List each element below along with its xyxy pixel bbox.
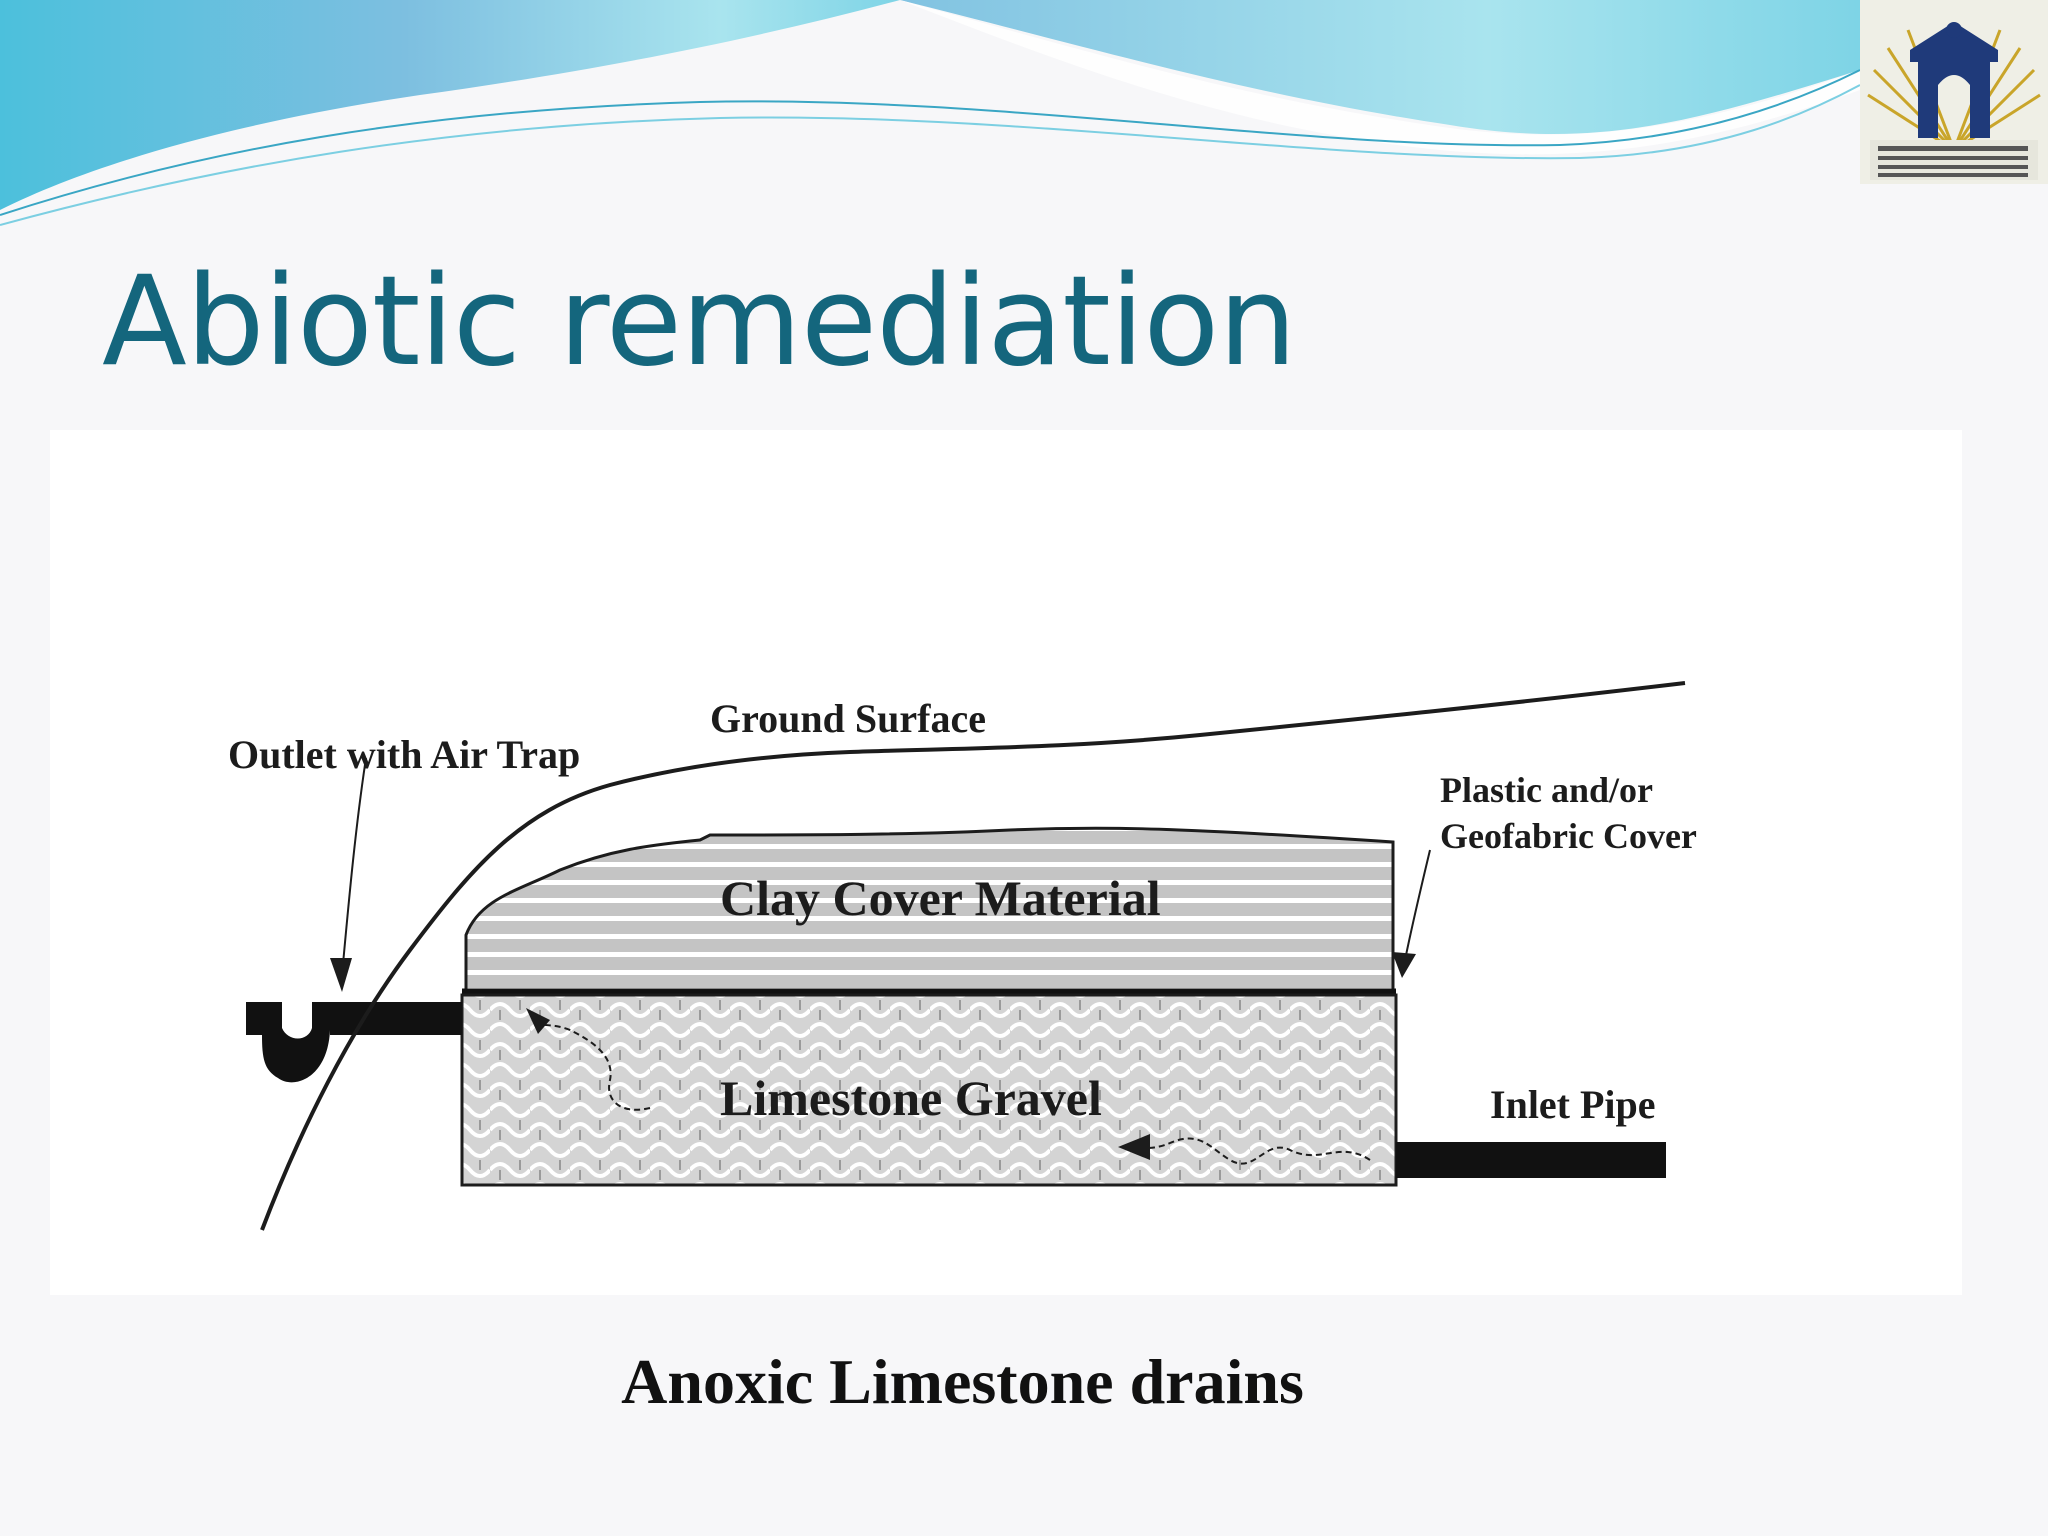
clay-cover-layer	[464, 826, 1395, 992]
flow-arrow-outlet	[531, 1019, 651, 1111]
ground-surface-line	[260, 681, 1686, 1231]
anoxic-limestone-drain-diagram: Ground Surface Outlet with Air Trap Plas…	[228, 681, 1697, 1231]
label-clay: Clay Cover Material	[720, 870, 1161, 926]
flow-arrowhead-outlet	[526, 1008, 550, 1034]
geofabric-arrow	[1403, 849, 1431, 966]
flow-arrowhead-inlet	[1118, 1134, 1150, 1160]
label-cover-line2: Geofabric Cover	[1440, 816, 1697, 856]
header-wave	[0, 0, 1861, 226]
label-inlet: Inlet Pipe	[1490, 1082, 1656, 1127]
slide-title: Abiotic remediation	[102, 250, 1297, 394]
outlet-arrow	[341, 757, 367, 976]
label-cover-line1: Plastic and/or	[1440, 770, 1653, 810]
figure-caption: Anoxic Limestone drains	[621, 1346, 1304, 1417]
label-limestone: Limestone Gravel	[720, 1070, 1102, 1126]
limestone-gravel-layer	[460, 993, 1398, 1187]
outlet-arrowhead	[330, 958, 352, 992]
university-arch-logo-icon	[1860, 0, 2048, 184]
outlet-air-trap	[246, 1002, 462, 1083]
flow-arrow-inlet	[1136, 1137, 1371, 1165]
diagram-panel: Ground Surface Outlet with Air Trap Plas…	[50, 430, 1962, 1295]
label-ground-surface: Ground Surface	[710, 696, 986, 741]
geofabric-arrowhead	[1392, 952, 1416, 978]
label-outlet: Outlet with Air Trap	[228, 732, 580, 777]
inlet-pipe	[1396, 1142, 1666, 1178]
